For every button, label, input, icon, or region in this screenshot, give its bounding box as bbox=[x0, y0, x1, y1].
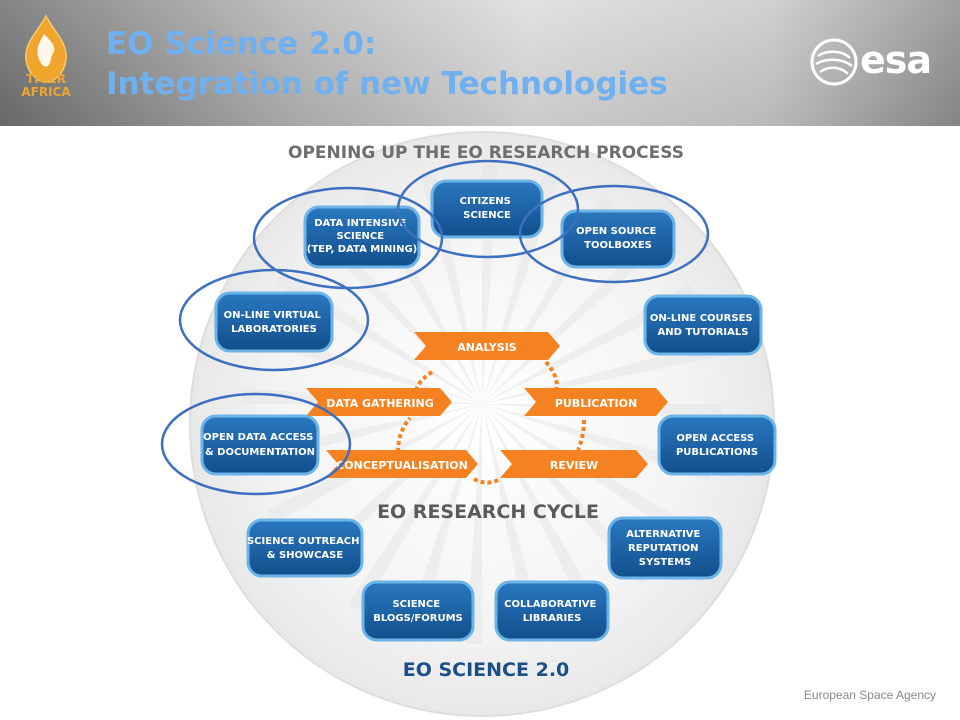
cycle-step-analysis-label: ANALYSIS bbox=[457, 341, 517, 354]
sunburst-ray bbox=[482, 284, 698, 404]
box-data-intensive-line-1: DATA INTENSIVE bbox=[314, 218, 406, 229]
box-science-blogs: SCIENCE BLOGS/FORUMS bbox=[361, 580, 475, 642]
sunburst-ray bbox=[482, 234, 663, 404]
box-online-courses-line-1: ON-LINE COURSES bbox=[650, 313, 753, 324]
tiger-logo-text-2: AFRICA bbox=[21, 85, 71, 99]
svg-text:ON-LINE COURSES AND TUTO: ON-LINE COURSES AND TUTORIALS bbox=[650, 313, 756, 338]
box-citizens-science: CITIZENS SCIENCE bbox=[430, 179, 544, 239]
cycle-step-conceptualisation-label: CONCEPTUALISATION bbox=[336, 459, 468, 472]
svg-text:OPEN ACCESS PUBLICATIONS: OPEN ACCESS PUBLICATIONS bbox=[676, 433, 758, 458]
box-open-data-line-1: OPEN DATA ACCESS bbox=[203, 432, 313, 443]
tiger-logo-text-1: TIGER bbox=[26, 72, 66, 86]
box-libraries-line-2: LIBRARIES bbox=[523, 613, 582, 624]
box-blogs-line-2: BLOGS/FORUMS bbox=[373, 613, 463, 624]
box-citizens-science-line-2: SCIENCE bbox=[463, 210, 511, 221]
cycle-arrow-3 bbox=[576, 419, 586, 451]
box-outreach-line-2: & SHOWCASE bbox=[267, 550, 344, 561]
cycle-arrow-5 bbox=[396, 416, 412, 453]
box-reputation-line-2: REPUTATION bbox=[628, 543, 698, 554]
esa-logo-text: esa bbox=[860, 38, 932, 82]
sunburst-ray bbox=[466, 404, 482, 644]
box-data-intensive-line-2: SCIENCE bbox=[336, 231, 384, 242]
box-open-access-publications: OPEN ACCESS PUBLICATIONS bbox=[657, 414, 777, 476]
highlight-ring-virtual-labs bbox=[178, 268, 370, 372]
svg-text:CITIZENS SCIENCE: CITIZENS SCIENCE bbox=[460, 196, 515, 221]
box-open-data-line-2: & DOCUMENTATION bbox=[205, 447, 315, 458]
box-open-access-line-1: OPEN ACCESS bbox=[676, 433, 754, 444]
footer-agency: European Space Agency bbox=[803, 688, 936, 702]
box-reputation-line-3: SYSTEMS bbox=[639, 557, 691, 568]
box-online-courses: ON-LINE COURSES AND TUTORIALS bbox=[643, 294, 763, 356]
highlight-ring-citizens bbox=[396, 159, 580, 259]
cycle-step-review: REVIEW bbox=[500, 450, 648, 478]
box-open-source-toolboxes: OPEN SOURCE TOOLBOXES bbox=[560, 209, 676, 269]
box-virtual-labs-line-2: LABORATORIES bbox=[231, 324, 317, 335]
svg-text:ON-LINE VIRTUAL LABORATO: ON-LINE VIRTUAL LABORATORIES bbox=[224, 310, 325, 335]
cycle-step-data-gathering-label: DATA GATHERING bbox=[326, 397, 434, 410]
box-reputation-line-1: ALTERNATIVE bbox=[626, 529, 700, 540]
box-science-outreach: SCIENCE OUTREACH & SHOWCASE bbox=[246, 518, 364, 578]
cycle-step-publication: PUBLICATION bbox=[524, 388, 668, 416]
cycle-step-analysis: ANALYSIS bbox=[414, 332, 560, 360]
cycle-step-review-label: REVIEW bbox=[550, 459, 598, 472]
cycle-step-publication-label: PUBLICATION bbox=[555, 397, 637, 410]
cycle-step-data-gathering: DATA GATHERING bbox=[306, 388, 452, 416]
diagram-heading: OPENING UP THE EO RESEARCH PROCESS bbox=[288, 143, 684, 163]
cycle-step-conceptualisation: CONCEPTUALISATION bbox=[326, 450, 478, 478]
svg-text:DATA INTENSIVE SCIENCE: DATA INTENSIVE SCIENCE (TEP, DATA MINING… bbox=[307, 218, 417, 255]
svg-text:COLLABORATIVE LIBRARIES: COLLABORATIVE LIBRARIES bbox=[504, 599, 600, 624]
page-title: EO Science 2.0: Integration of new Techn… bbox=[106, 24, 668, 104]
box-online-courses-line-2: AND TUTORIALS bbox=[658, 327, 749, 338]
tiger-africa-logo bbox=[25, 14, 67, 83]
title-line-2: Integration of new Technologies bbox=[106, 66, 668, 102]
svg-text:OPEN SOURCE TOOLBOXES: OPEN SOURCE TOOLBOXES bbox=[576, 226, 660, 251]
header-banner bbox=[0, 0, 960, 126]
svg-text:SCIENCE BLOGS/FORUMS: SCIENCE BLOGS/FORUMS bbox=[373, 599, 463, 624]
box-open-access-line-2: PUBLICATIONS bbox=[676, 447, 758, 458]
box-open-source-line-2: TOOLBOXES bbox=[584, 240, 652, 251]
sunburst-ray bbox=[482, 404, 714, 482]
box-blogs-line-1: SCIENCE bbox=[392, 599, 440, 610]
eo-science-title: EO SCIENCE 2.0 bbox=[403, 659, 570, 681]
highlight-rings bbox=[160, 159, 710, 496]
box-alternative-reputation: ALTERNATIVE REPUTATION SYSTEMS bbox=[607, 516, 723, 580]
box-open-source-line-1: OPEN SOURCE bbox=[576, 226, 656, 237]
box-libraries-line-1: COLLABORATIVE bbox=[504, 599, 596, 610]
box-virtual-labs-line-1: ON-LINE VIRTUAL bbox=[224, 310, 322, 321]
highlight-ring-open-source bbox=[518, 184, 710, 284]
box-citizens-science-line-1: CITIZENS bbox=[460, 196, 511, 207]
cycle-title: EO RESEARCH CYCLE bbox=[377, 501, 599, 523]
title-line-1: EO Science 2.0: bbox=[106, 26, 377, 62]
cycle-arrow-4 bbox=[471, 476, 499, 485]
box-data-intensive-line-3: (TEP, DATA MINING) bbox=[307, 244, 417, 255]
box-collaborative-libraries: COLLABORATIVE LIBRARIES bbox=[494, 580, 610, 642]
svg-text:ALTERNATIVE REPUTATION: ALTERNATIVE REPUTATION SYSTEMS bbox=[626, 529, 704, 568]
box-outreach-line-1: SCIENCE OUTREACH bbox=[247, 536, 360, 547]
svg-text:SCIENCE OUTREACH & SHOWC: SCIENCE OUTREACH & SHOWCASE bbox=[247, 536, 363, 561]
svg-text:OPEN DATA ACCESS & DOCUM: OPEN DATA ACCESS & DOCUMENTATION bbox=[203, 432, 317, 458]
box-online-virtual-laboratories: ON-LINE VIRTUAL LABORATORIES bbox=[214, 291, 334, 353]
esa-logo-icon bbox=[810, 38, 858, 86]
header-shade bbox=[0, 0, 960, 126]
box-data-intensive-science: DATA INTENSIVE SCIENCE (TEP, DATA MINING… bbox=[303, 205, 421, 269]
highlight-ring-open-data bbox=[160, 392, 352, 496]
box-open-data-access: OPEN DATA ACCESS & DOCUMENTATION bbox=[200, 414, 320, 476]
